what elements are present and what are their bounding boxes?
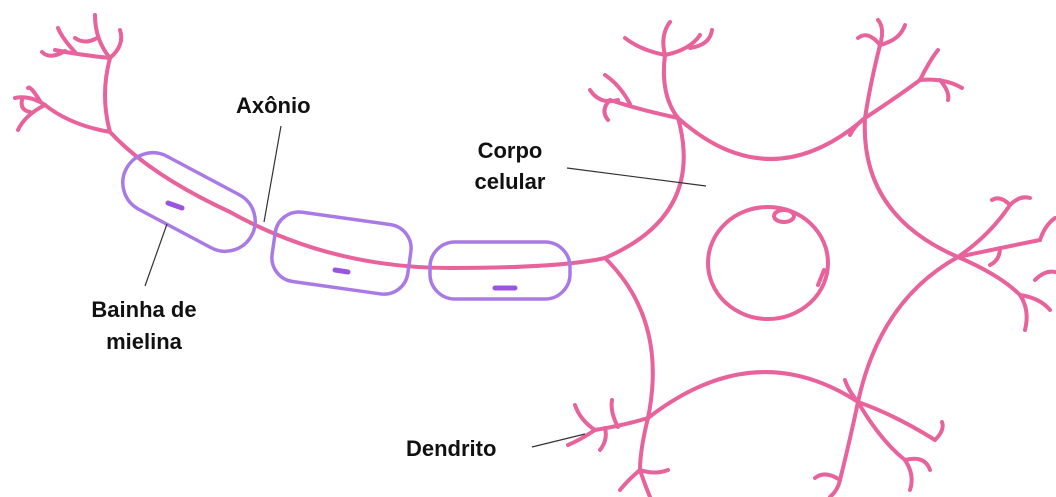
myelin-segment-2 bbox=[269, 209, 414, 297]
cell-body-label-line2: celular bbox=[468, 168, 552, 196]
cell-body-outline bbox=[605, 118, 958, 418]
nucleolus bbox=[774, 210, 794, 222]
myelin-label-line1: Bainha de bbox=[76, 296, 212, 324]
leader-line-axon bbox=[264, 126, 281, 222]
leader-lines bbox=[145, 126, 706, 447]
dendrite-right bbox=[958, 197, 1055, 330]
neuron-drawing bbox=[15, 15, 1055, 497]
myelin-sheath bbox=[112, 142, 570, 299]
myelin-mark-2 bbox=[335, 270, 348, 272]
axon-terminal bbox=[15, 15, 121, 132]
dendrite-lower-right bbox=[815, 380, 943, 497]
axon-label: Axônio bbox=[236, 92, 311, 120]
leader-line-myelin bbox=[145, 224, 167, 286]
myelin-mark-1 bbox=[168, 203, 182, 208]
myelin-marks bbox=[168, 203, 515, 288]
cell-body-label-line1: Corpo bbox=[468, 137, 552, 165]
myelin-segment-1 bbox=[112, 142, 266, 262]
nucleus bbox=[708, 207, 828, 319]
myelin-label-line2: mielina bbox=[76, 328, 212, 356]
dendrite-upper-left bbox=[590, 22, 712, 120]
dendrite-label: Dendrito bbox=[406, 435, 496, 463]
dendrite-upper-right bbox=[850, 20, 962, 135]
leader-line-cell-body bbox=[567, 168, 706, 186]
